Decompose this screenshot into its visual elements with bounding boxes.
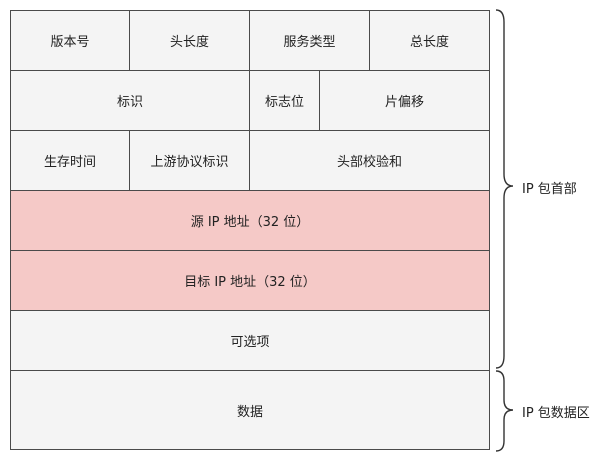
protocol-label: 上游协议标识 (150, 155, 229, 170)
checksum-field: 头部校验和 (249, 130, 490, 191)
ttl-field: 生存时间 (10, 130, 130, 191)
options-field: 可选项 (10, 310, 490, 371)
identification-field: 标识 (10, 70, 250, 131)
source-ip-field: 源 IP 地址（32 位） (10, 190, 490, 251)
header-brace (495, 9, 514, 369)
identification-label: 标识 (116, 95, 143, 110)
protocol-field: 上游协议标识 (129, 130, 250, 191)
fragment-offset-label: 片偏移 (384, 95, 424, 110)
service-type-field: 服务类型 (249, 10, 370, 71)
source-ip-label: 源 IP 地址（32 位） (190, 215, 310, 230)
destination-ip-label: 目标 IP 地址（32 位） (184, 275, 316, 290)
version-field: 版本号 (10, 10, 130, 71)
header-length-label: 头长度 (169, 35, 209, 50)
checksum-label: 头部校验和 (336, 155, 402, 170)
total-length-label: 总长度 (409, 35, 449, 50)
flags-label: 标志位 (264, 95, 304, 110)
header-brace-label: IP 包首部 (522, 182, 577, 197)
data-brace (495, 370, 514, 452)
version-label: 版本号 (50, 35, 90, 50)
data-label: 数据 (236, 404, 263, 420)
service-type-label: 服务类型 (283, 35, 336, 50)
data-brace-label: IP 包数据区 (522, 406, 590, 421)
destination-ip-field: 目标 IP 地址（32 位） (10, 250, 490, 311)
fragment-offset-field: 片偏移 (319, 70, 490, 131)
options-label: 可选项 (230, 335, 270, 350)
data-field: 数据 (10, 370, 490, 450)
ttl-label: 生存时间 (43, 155, 96, 170)
